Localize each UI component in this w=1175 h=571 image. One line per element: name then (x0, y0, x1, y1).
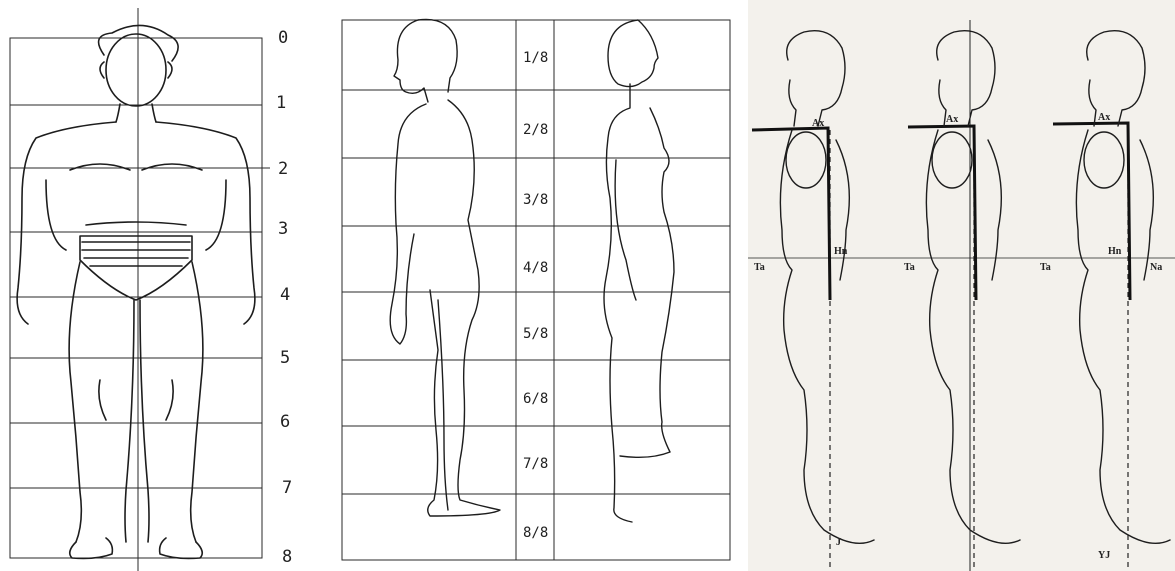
posture-figure-1 (780, 31, 874, 544)
fraction-label-3: 3/8 (523, 192, 548, 208)
posture-figure-3 (1076, 31, 1170, 544)
profile-view-figure: 1/8 2/8 3/8 4/8 5/8 6/8 7/8 8/8 (330, 0, 742, 571)
head-unit-label-5: 5 (280, 348, 290, 368)
head-unit-label-8: 8 (282, 547, 292, 567)
posture-label-ta-1: Ta (754, 262, 765, 273)
fraction-label-1: 1/8 (523, 50, 548, 66)
head-unit-label-4: 4 (280, 285, 290, 305)
head-unit-label-0: 0 (278, 28, 288, 48)
posture-label-yj-3: YJ (1098, 550, 1110, 561)
profile-view-panel: 1/8 2/8 3/8 4/8 5/8 6/8 7/8 8/8 (330, 0, 742, 571)
posture-view-panel: Ax Hn Ta J Ax Ta Ax Hn Ta Na YJ (748, 0, 1175, 571)
posture-label-hn-1: Hn (834, 246, 848, 257)
head-unit-label-3: 3 (278, 219, 288, 239)
fraction-label-2: 2/8 (523, 122, 548, 138)
fraction-label-7: 7/8 (523, 456, 548, 472)
posture-label-ta-2: Ta (904, 262, 915, 273)
posture-label-na-3: Na (1150, 262, 1162, 273)
fraction-label-4: 4/8 (523, 260, 548, 276)
head-unit-label-7: 7 (282, 478, 292, 498)
posture-label-ax-1: Ax (812, 118, 824, 129)
fraction-label-8: 8/8 (523, 525, 548, 541)
head-unit-label-2: 2 (278, 159, 288, 179)
posture-reference-lines (748, 20, 1175, 571)
head-unit-label-1: 1 (276, 93, 286, 113)
front-view-panel: 0 1 2 3 4 5 6 7 8 (0, 0, 322, 571)
posture-figure-2 (926, 31, 1020, 544)
fraction-label-6: 6/8 (523, 391, 548, 407)
male-profile-figure (390, 19, 500, 516)
posture-label-ax-3: Ax (1098, 112, 1110, 123)
posture-label-hn-3: Hn (1108, 246, 1122, 257)
posture-label-j-1: J (836, 537, 841, 548)
front-view-figure: 0 1 2 3 4 5 6 7 8 (0, 0, 322, 571)
front-view-grid-lines (10, 8, 270, 571)
front-view-frame (10, 38, 262, 558)
head-unit-label-6: 6 (280, 412, 290, 432)
posture-label-ax-2: Ax (946, 114, 958, 125)
posture-label-ta-3: Ta (1040, 262, 1051, 273)
female-profile-figure (604, 20, 674, 522)
fraction-label-5: 5/8 (523, 326, 548, 342)
posture-view-figure: Ax Hn Ta J Ax Ta Ax Hn Ta Na YJ (748, 0, 1175, 571)
